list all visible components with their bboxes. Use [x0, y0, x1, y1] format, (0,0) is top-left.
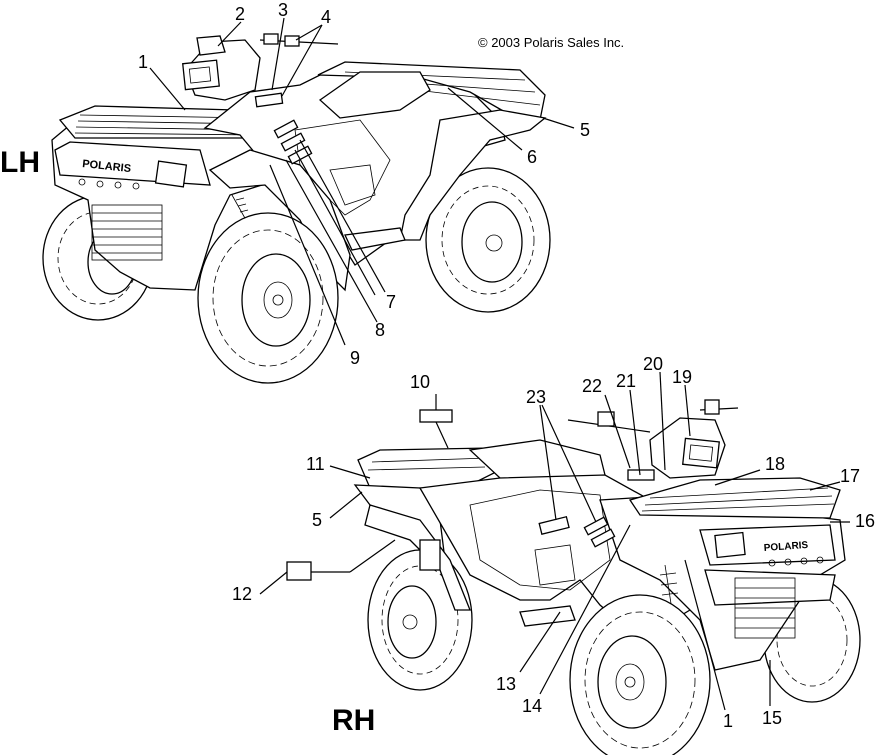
rh-callout-11: 11	[306, 454, 325, 474]
rh-callout-23: 23	[526, 387, 546, 407]
lh-rear-wheel	[425, 167, 551, 313]
lh-callout-6: 6	[527, 147, 537, 167]
rh-callout-labels: 10 11 5 12 13 14 1 15 16 17 18 19 20 21 …	[232, 354, 875, 731]
lh-callout-4: 4	[321, 7, 331, 27]
rh-grille-lines	[735, 587, 795, 629]
lh-callout-9: 9	[350, 348, 360, 368]
rh-callout-1: 1	[723, 711, 733, 731]
rh-callout-18: 18	[765, 454, 785, 474]
rh-callout-16: 16	[855, 511, 875, 531]
rh-front-rack-slats	[641, 487, 835, 512]
rh-callout-19: 19	[672, 367, 692, 387]
rh-brand-text: POLARIS	[763, 540, 808, 554]
rh-view-label: RH	[332, 704, 375, 737]
lh-brand-text: POLARIS	[82, 158, 132, 175]
rh-fender-stripes	[583, 516, 616, 548]
rh-leader-lines	[259, 371, 850, 711]
rh-callout-12: 12	[232, 584, 252, 604]
lh-callout-3: 3	[278, 0, 288, 20]
rh-atv-illustration: POLARIS	[353, 399, 861, 755]
rh-callout-20: 20	[643, 354, 663, 374]
rh-callout-22: 22	[582, 376, 602, 396]
rh-callout-13: 13	[496, 674, 516, 694]
rh-front-wheel-near	[569, 594, 711, 755]
lh-callout-5: 5	[580, 120, 590, 140]
rh-rear-wheel	[367, 549, 473, 691]
rh-callout-21: 21	[616, 371, 636, 391]
rh-rear-rack-slats	[367, 457, 489, 471]
lh-leader-lines	[149, 17, 575, 346]
lh-callout-2: 2	[235, 4, 245, 24]
lh-callout-1: 1	[138, 52, 148, 72]
copyright-text: © 2003 Polaris Sales Inc.	[478, 35, 624, 50]
lh-atv-illustration: POLARIS	[42, 33, 551, 384]
rh-callout-10: 10	[410, 372, 430, 392]
rh-callout-14: 14	[522, 696, 542, 716]
lh-grille-lines	[92, 212, 162, 254]
decal-12-box	[286, 561, 312, 581]
lh-callout-labels: 1 2 3 4 5 6 7 8 9	[138, 0, 590, 368]
rh-callout-5: 5	[312, 510, 322, 530]
lh-callout-8: 8	[375, 320, 385, 340]
lh-view-label: LH	[0, 146, 40, 179]
rh-callout-15: 15	[762, 708, 782, 728]
lh-callout-7: 7	[386, 292, 396, 312]
rh-callout-17: 17	[840, 466, 860, 486]
lh-front-wheel-near	[197, 212, 339, 384]
